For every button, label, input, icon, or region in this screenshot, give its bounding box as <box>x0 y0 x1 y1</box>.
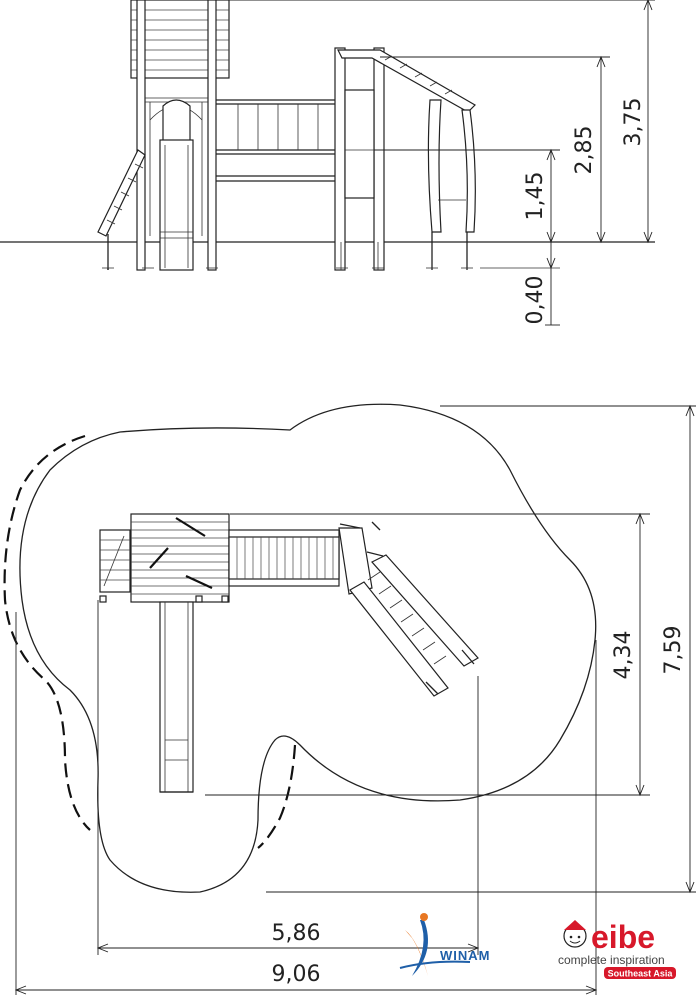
dim-label-9-06: 9,06 <box>272 962 321 987</box>
dim-label-2-85: 2,85 <box>572 126 597 175</box>
slide-plan <box>159 601 194 793</box>
eibe-region-badge <box>604 967 676 979</box>
slide-elevation <box>159 99 194 271</box>
climbing-ramp-plan <box>99 529 131 593</box>
safety-zone-dashed <box>3 434 297 849</box>
dim-label-0-40: 0,40 <box>523 276 548 325</box>
dim-label-3-75: 3,75 <box>621 98 646 147</box>
dim-label-7-59: 7,59 <box>661 626 686 675</box>
elevation-view: 3,75 2,85 1,45 0,40 <box>0 0 655 326</box>
monkey-bar-frame <box>334 47 476 271</box>
dim-label-1-45: 1,45 <box>523 172 548 221</box>
climbing-ramp <box>97 149 146 270</box>
second-tower-plan <box>338 521 384 595</box>
eibe-logo: eibe complete inspiration Southeast Asia <box>558 919 676 979</box>
monkey-bars-plan <box>349 554 479 697</box>
eibe-wordmark: eibe <box>591 919 655 955</box>
eibe-face-icon <box>563 920 587 948</box>
winam-logo: WINAM <box>399 913 491 976</box>
dim-label-5-86: 5,86 <box>272 921 321 946</box>
eibe-region: Southeast Asia <box>608 969 674 979</box>
dim-label-4-34: 4,34 <box>611 631 636 680</box>
bridge <box>216 99 335 182</box>
safety-zone-outline <box>19 403 597 893</box>
plan-view: 4,34 7,59 5,86 9,06 <box>3 403 696 995</box>
tower-posts <box>136 0 217 271</box>
bridge-plan <box>228 529 340 587</box>
tower-deck-plan <box>130 513 230 603</box>
winam-wordmark: WINAM <box>440 948 491 963</box>
eibe-tagline: complete inspiration <box>558 953 665 967</box>
footings <box>102 242 473 270</box>
